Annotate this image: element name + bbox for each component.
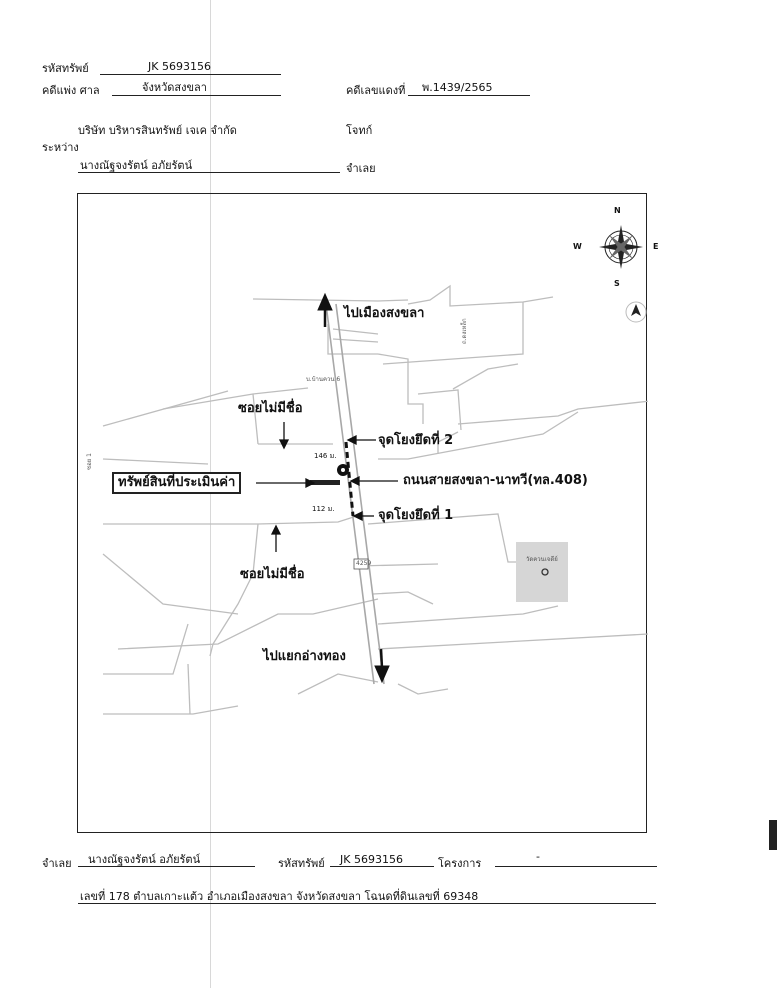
footer-location-line: เลขที่ 178 ตำบลเกาะแต้ว อำเภอเมืองสงขลา … — [80, 890, 479, 903]
compass-icon — [599, 225, 643, 269]
leader-arrows — [256, 422, 398, 552]
defendant-underline — [78, 172, 340, 173]
asset-code-underline — [100, 74, 281, 75]
asset-code-value: JK 5693156 — [148, 60, 211, 73]
label-alley-bottom: ซอยไม่มีชื่อ — [240, 567, 305, 582]
footer-project-label: โครงการ — [438, 857, 482, 870]
defendant-name: นางณัฐจงรัตน์ อภัยรัตน์ — [80, 159, 193, 172]
village-label: บ.บ้านควน 6 — [306, 376, 341, 383]
route-shield — [353, 558, 369, 570]
footer-location-underline — [78, 903, 656, 904]
property-frontage — [344, 441, 355, 517]
scan-edge-mark — [769, 820, 777, 850]
compass-w: W — [573, 242, 582, 251]
red-case-value: พ.1439/2565 — [422, 81, 493, 94]
plaintiff-role: โจทก์ — [346, 124, 373, 137]
label-to-songkhla: ไปเมืองสงขลา — [344, 306, 425, 321]
direction-arrows — [317, 292, 390, 684]
compass-n: N — [614, 206, 621, 215]
red-case-label: คดีเลขแดงที่ — [346, 84, 406, 97]
footer-defendant-label: จำเลย — [42, 857, 72, 870]
defendant-role: จำเลย — [346, 162, 376, 175]
case-court-label: คดีแพ่ง ศาล — [42, 84, 100, 97]
compass-s: S — [614, 279, 620, 288]
main-highway — [325, 303, 385, 685]
case-court-underline — [112, 95, 281, 96]
footer-asset-code-value: JK 5693156 — [340, 853, 403, 866]
footer-project-value: - — [536, 850, 540, 863]
label-anchor-1: จุดโยงยึดที่ 1 — [378, 508, 454, 523]
footer-defendant-value: นางณัฐจงรัตน์ อภัยรัตน์ — [88, 853, 201, 866]
label-to-ang-thong: ไปแยกอ่างทอง — [263, 649, 346, 664]
location-map: N S E W ไปเมืองสงขลา ซอยไม่มีชื่อ จุดโยง… — [77, 193, 658, 833]
case-court-value: จังหวัดสงขลา — [142, 81, 207, 94]
minor-roads — [102, 284, 648, 715]
paper-fold-line — [210, 0, 211, 988]
footer-asset-code-label: รหัสทรัพย์ — [278, 857, 325, 870]
distance-top: 146 ม. — [314, 452, 337, 460]
side-road-top-right: ถ.ดงเหล็ก — [461, 318, 468, 344]
footer-asset-code-underline — [330, 866, 434, 867]
plaintiff-name: บริษัท บริหารสินทรัพย์ เจเค จำกัด — [78, 124, 237, 137]
red-case-underline — [408, 95, 530, 96]
label-alley-top: ซอยไม่มีชื่อ — [238, 401, 303, 416]
label-anchor-2: จุดโยงยึดที่ 2 — [378, 433, 454, 448]
label-appraised-property: ทรัพย์สินที่ประเมินค่า — [112, 472, 242, 494]
route-number: 4259 — [356, 560, 372, 567]
side-road-left: ซอย 1 — [86, 453, 93, 470]
label-road-name: ถนนสายสงขลา-นาทวี(ทล.408) — [403, 473, 588, 488]
footer-project-underline — [495, 866, 657, 867]
distance-bottom: 112 ม. — [312, 505, 335, 513]
compass-e: E — [653, 242, 659, 251]
asset-code-label: รหัสทรัพย์ — [42, 62, 89, 75]
property-parcel — [310, 480, 340, 485]
temple-marker — [541, 568, 549, 576]
map-drawing — [102, 225, 648, 715]
between-label: ระหว่าง — [42, 141, 79, 154]
temple-label: วัดควนเจดีย์ — [526, 556, 558, 563]
footer-defendant-underline — [78, 866, 255, 867]
